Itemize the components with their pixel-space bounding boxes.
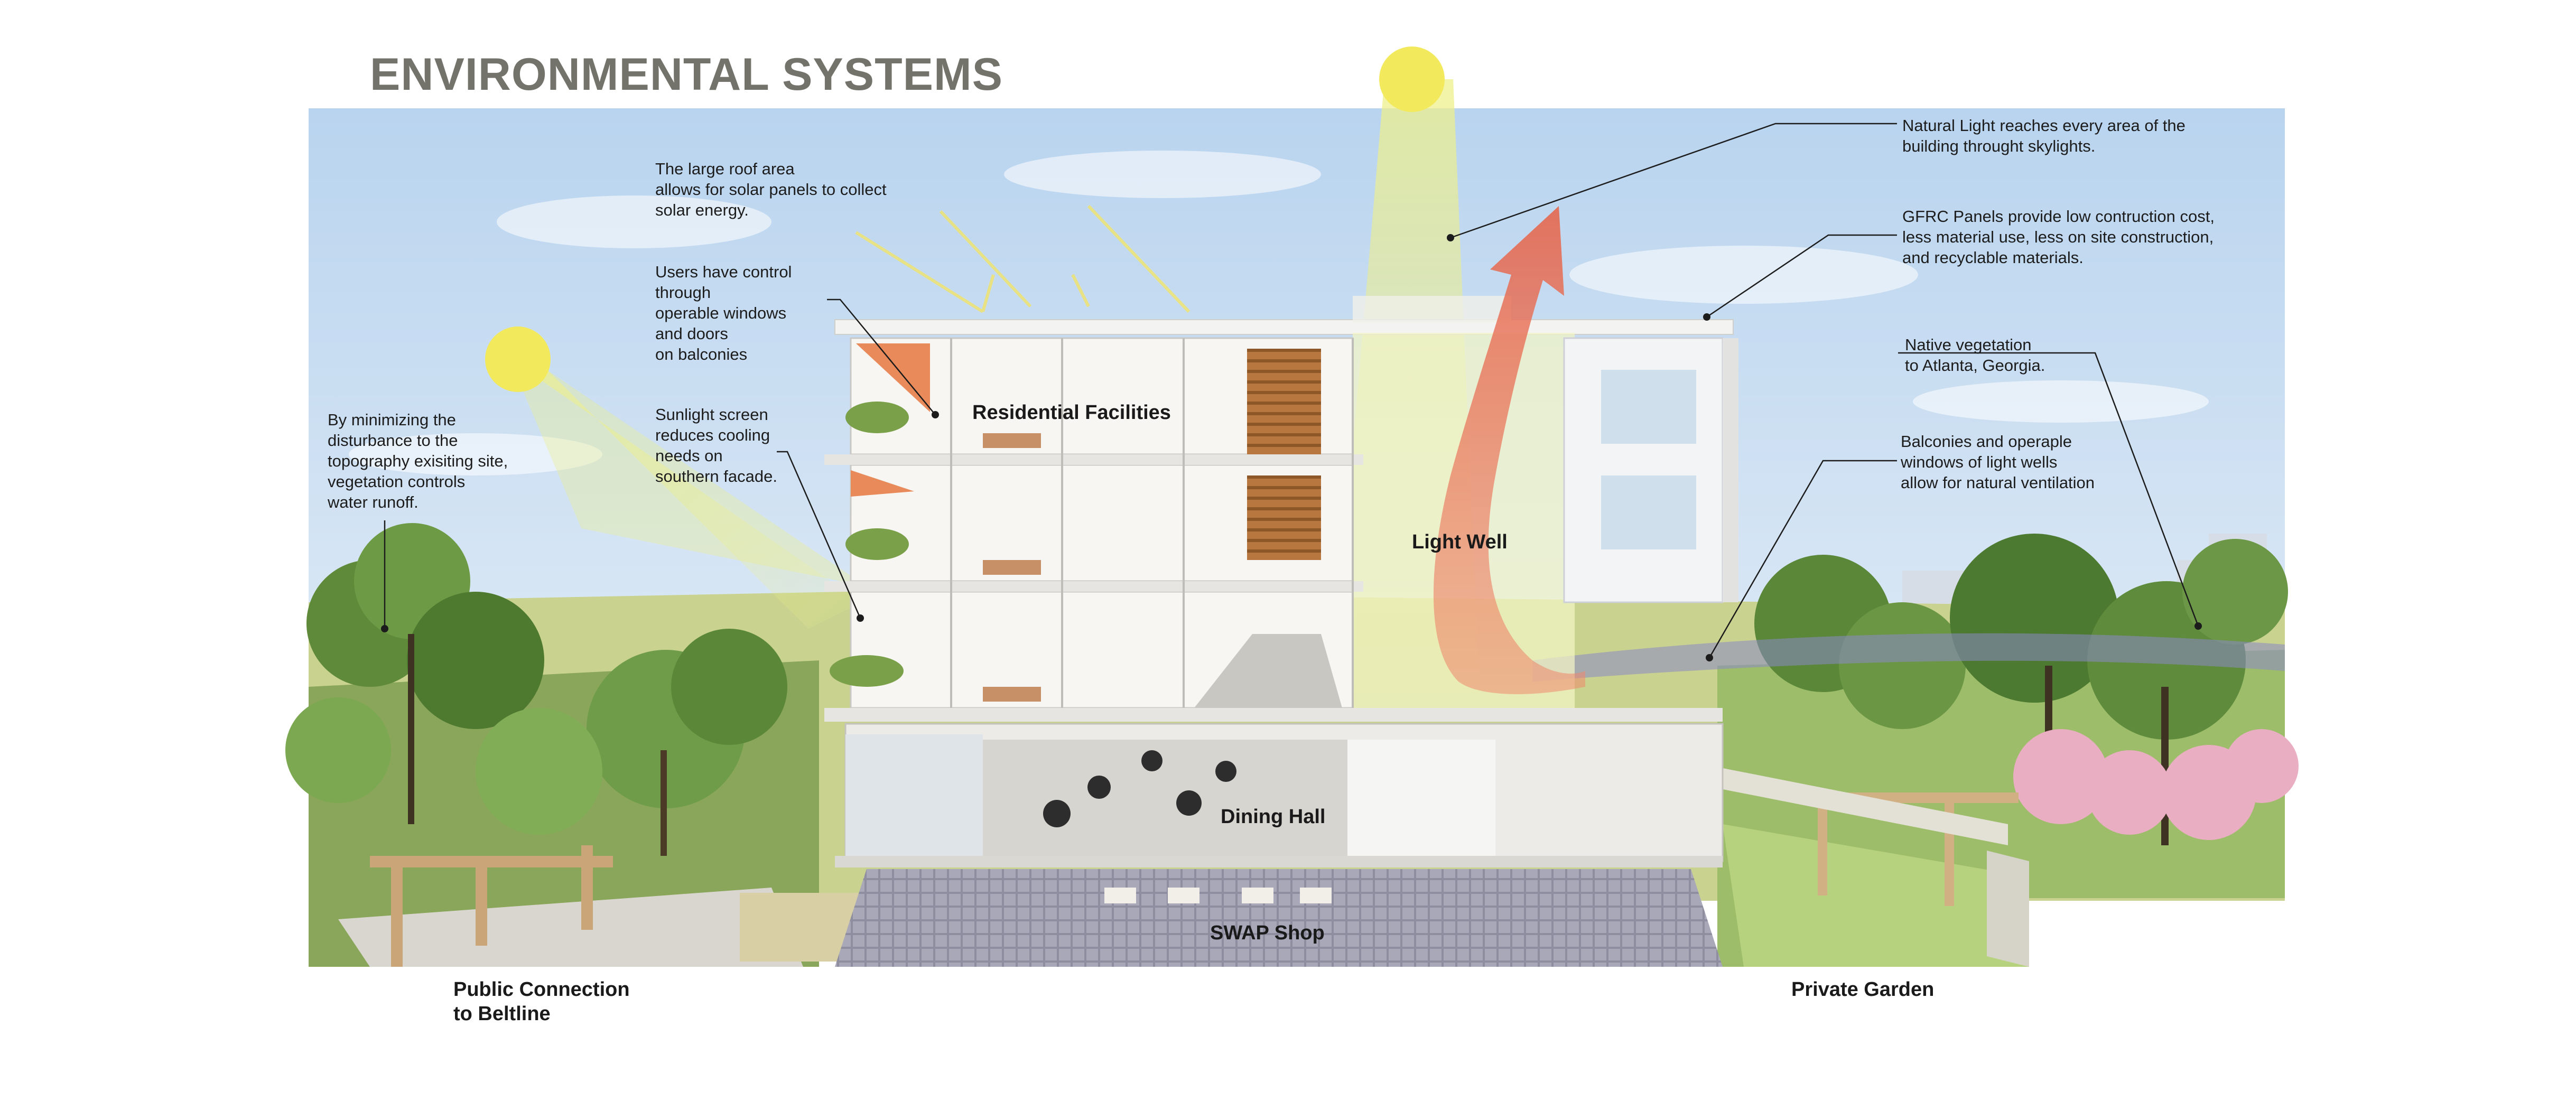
solar-ray-icon xyxy=(855,204,1191,313)
label-residential: Residential Facilities xyxy=(972,402,1171,424)
sun-icon-left xyxy=(485,326,551,392)
sun-icon-top xyxy=(1379,46,1445,112)
label-dining-hall: Dining Hall xyxy=(1221,806,1326,828)
wind-band xyxy=(1532,633,2285,682)
note-solar-roof: The large roof area allows for solar pan… xyxy=(655,160,887,219)
note-topography: By minimizing the disturbance to the top… xyxy=(328,410,508,511)
label-private-garden: Private Garden xyxy=(1791,978,1935,1001)
label-swap-shop: SWAP Shop xyxy=(1210,922,1325,944)
note-native-vegetation: Native vegetation to Atlanta, Georgia. xyxy=(1905,335,2045,375)
page-title: ENVIRONMENTAL SYSTEMS xyxy=(370,49,1003,100)
note-sunlight-screen: Sunlight screen reduces cooling needs on… xyxy=(655,405,777,486)
private-garden-lawn xyxy=(1723,824,2029,967)
note-skylights: Natural Light reaches every area of the … xyxy=(1902,116,2186,155)
airflow-arrow-icon xyxy=(1433,206,1585,694)
note-gfrc-panels: GFRC Panels provide low contruction cost… xyxy=(1902,207,2215,267)
swap-shop-plaza xyxy=(835,869,1723,967)
label-public-connection: Public Connection to Beltline xyxy=(453,978,630,1025)
label-light-well: Light Well xyxy=(1412,531,1508,553)
cherry-blossoms xyxy=(2013,729,2299,840)
left-pergola xyxy=(370,845,613,967)
note-operable-windows: Users have control through operable wind… xyxy=(655,263,792,363)
note-natural-ventilation: Balconies and operaple windows of light … xyxy=(1901,432,2095,492)
left-trees xyxy=(285,523,787,856)
leader-lines xyxy=(384,123,2199,658)
left-sun-beam xyxy=(515,338,861,629)
